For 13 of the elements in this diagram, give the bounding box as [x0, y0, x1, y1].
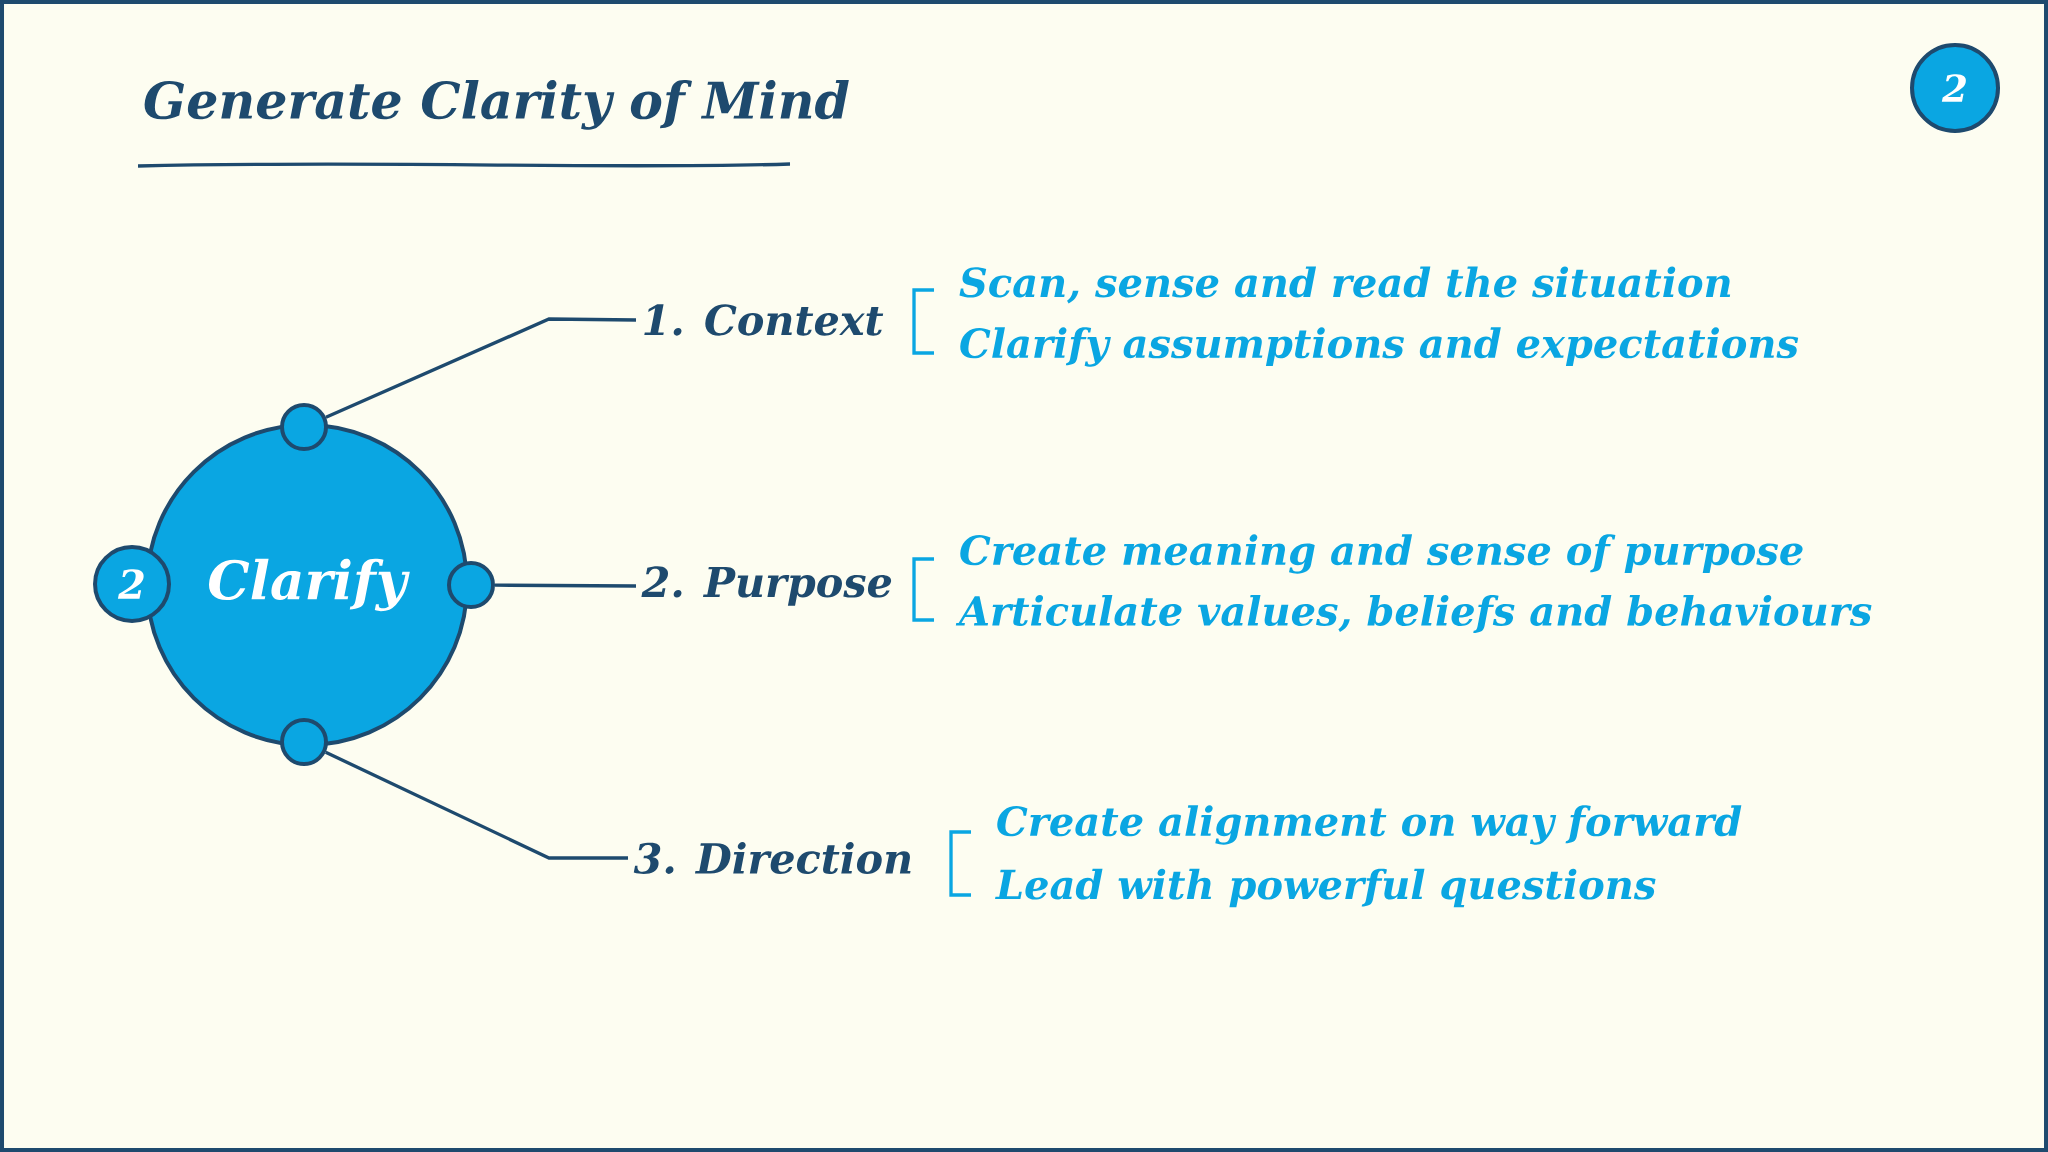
bullet-text: Articulate values, beliefs and behaviours — [955, 595, 1872, 633]
connector-line — [495, 583, 637, 588]
connector-line — [325, 750, 628, 860]
title: Generate Clarity of Mind — [144, 80, 849, 130]
heading-text: 2. Purpose — [641, 566, 892, 606]
bullet-text: Scan, sense and read the situation — [959, 266, 1731, 304]
bullet-text: Create meaning and sense of purpose — [960, 534, 1803, 574]
connector-line — [325, 317, 637, 419]
bullet-text: Create alignment on way forward — [997, 805, 1742, 845]
bullet-text: Lead with powerful questions — [995, 868, 1656, 908]
bullet-text: Clarify assumptions and expectations — [960, 327, 1799, 367]
heading-text: 1. Context — [644, 304, 884, 336]
heading-text: 3. Direction — [633, 842, 911, 874]
